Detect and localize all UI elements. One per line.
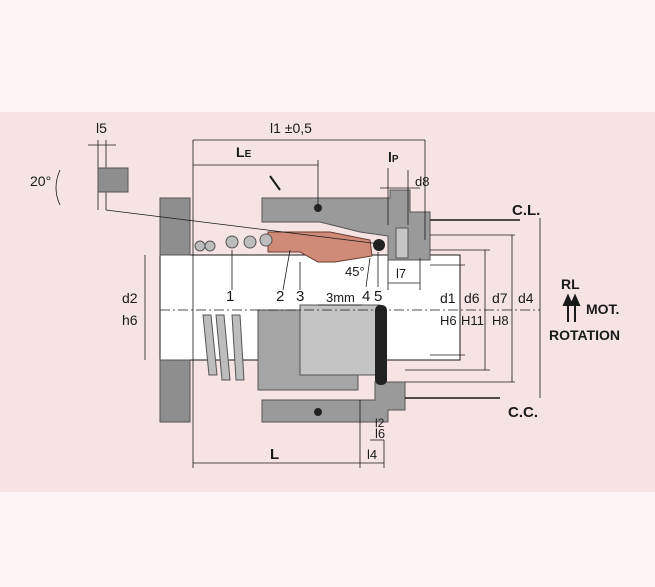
label-l7: l7 bbox=[396, 266, 406, 281]
o-ring-top bbox=[373, 239, 385, 251]
rotating-ring-collar bbox=[299, 304, 381, 376]
spring-top bbox=[194, 233, 273, 252]
label-H8: H8 bbox=[492, 313, 509, 328]
flow-arrow bbox=[269, 175, 281, 191]
label-d1: d1 bbox=[440, 290, 456, 306]
housing-flange-left bbox=[159, 197, 191, 423]
spring-bottom bbox=[202, 314, 245, 381]
label-H11: H11 bbox=[461, 313, 484, 328]
label-d4: d4 bbox=[518, 290, 534, 306]
label-H6: H6 bbox=[440, 313, 457, 328]
gland-bottom bbox=[261, 381, 406, 423]
label-h6-left: h6 bbox=[122, 312, 138, 328]
label-3mm: 3mm bbox=[326, 290, 355, 305]
label-angle-45: 45° bbox=[345, 264, 365, 279]
o-ring-seal bbox=[375, 305, 387, 385]
label-L: L bbox=[270, 446, 279, 463]
label-l6: l6 bbox=[375, 426, 385, 441]
label-le: LE bbox=[236, 144, 252, 160]
gland-o-ring-top bbox=[314, 204, 322, 212]
label-rotation: ROTATION bbox=[549, 327, 620, 343]
label-cc: C.C. bbox=[508, 404, 538, 421]
label-rl: RL bbox=[561, 276, 580, 292]
label-l2: l2 bbox=[375, 416, 385, 430]
rotation-arrows bbox=[562, 293, 581, 322]
label-part-3: 3 bbox=[296, 288, 304, 305]
label-d8: d8 bbox=[415, 174, 429, 189]
label-l4: l4 bbox=[367, 447, 377, 462]
label-l1: l1 ±0,5 bbox=[270, 120, 312, 136]
set-screw bbox=[395, 227, 409, 259]
angle-seat-detail bbox=[97, 167, 129, 193]
label-lp: lP bbox=[388, 149, 399, 165]
label-l5: l5 bbox=[96, 120, 107, 136]
label-cl: C.L. bbox=[512, 202, 540, 219]
label-d7: d7 bbox=[492, 290, 508, 306]
gland-o-ring-bottom bbox=[314, 408, 322, 416]
dimension-lines bbox=[88, 139, 541, 468]
label-part-5: 5 bbox=[374, 288, 382, 305]
label-part-4: 4 bbox=[362, 288, 370, 305]
angle-20-arc bbox=[55, 169, 61, 206]
label-d2: d2 bbox=[122, 290, 138, 306]
label-d6: d6 bbox=[464, 290, 480, 306]
label-mot: MOT. bbox=[586, 301, 619, 317]
label-part-2: 2 bbox=[276, 288, 284, 305]
label-angle-20: 20° bbox=[30, 173, 51, 189]
label-part-1: 1 bbox=[226, 288, 234, 305]
